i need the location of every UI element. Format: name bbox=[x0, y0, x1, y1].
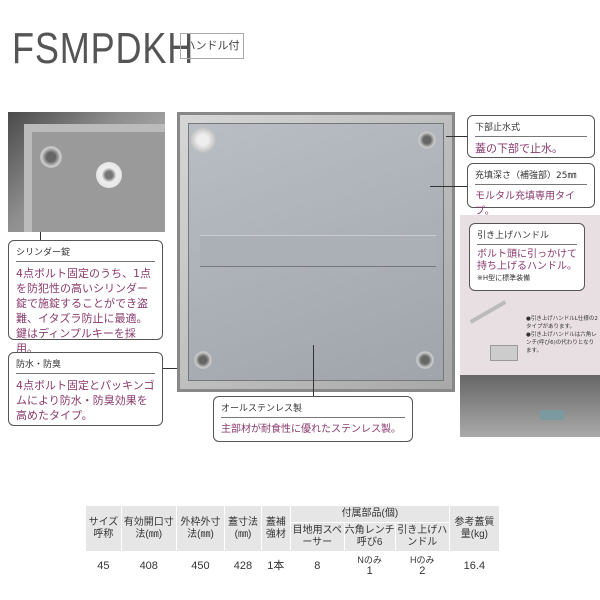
callout-stainless: オールステンレス製 主部材が耐食性に優れたステンレス製。 bbox=[213, 396, 413, 442]
callout-bottom-stop: 下部止水式 蓋の下部で止水。 bbox=[467, 115, 595, 158]
cylinder-lock-photo bbox=[8, 112, 165, 232]
manhole-cover-photo bbox=[177, 112, 455, 392]
product-title: FSMPDKH bbox=[12, 24, 195, 73]
handle-badge: ハンドル付 bbox=[180, 33, 244, 59]
spec-table: サイズ呼称 有効開口寸法(㎜) 外枠外寸法(㎜) 蓋寸法(㎜) 蓋補強材 付属部… bbox=[85, 505, 501, 580]
callout-fill-depth: 充填深さ（補強部）25㎜ モルタル充填専用タイプ。 bbox=[467, 163, 595, 217]
lock-icon bbox=[40, 146, 62, 168]
callout-handle: 引き上げハンドル ボルト頭に引っかけて持ち上げるハンドル。 ※H型に標準装備 bbox=[469, 223, 585, 291]
callout-waterproof: 防水・防臭 4点ボルト固定とパッキンゴムにより防水・防臭効果を高めたタイプ。 bbox=[8, 352, 163, 426]
callout-cylinder: シリンダー錠 4点ボルト固定のうち、1点を防犯性の高いシリンダー錠で施錠すること… bbox=[8, 240, 163, 355]
